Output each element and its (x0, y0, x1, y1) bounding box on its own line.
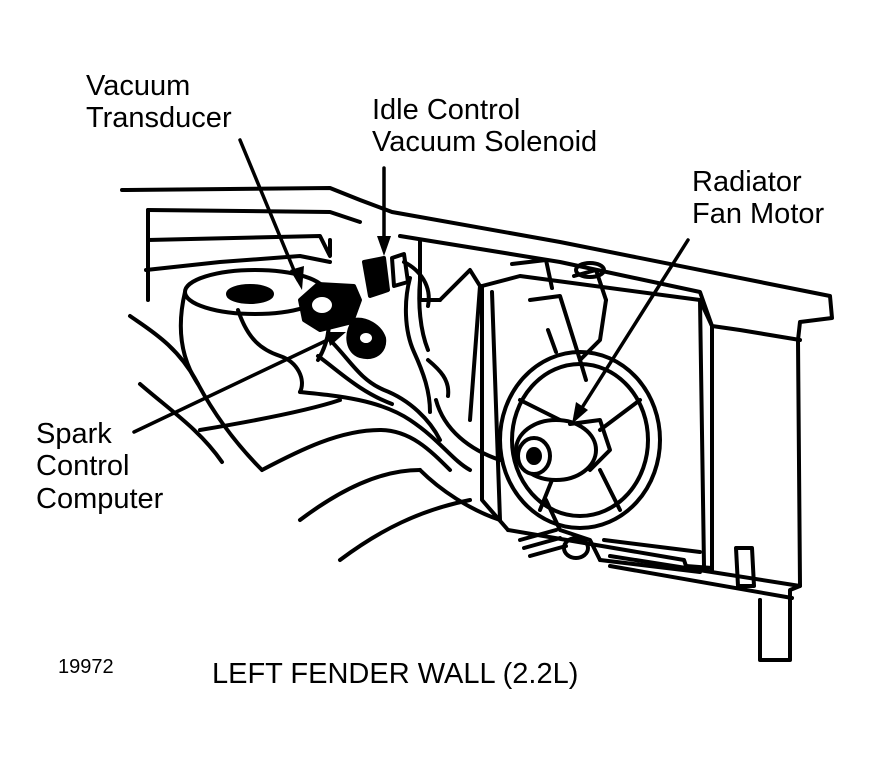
arrow-idle-solenoid (377, 236, 391, 256)
figure-caption: LEFT FENDER WALL (2.2L) (212, 658, 579, 690)
label-line: Vacuum (86, 70, 191, 102)
leader-spark-control (132, 334, 338, 434)
label-vacuum-transducer: Vacuum Transducer (86, 70, 232, 135)
label-line: Fan Motor (692, 198, 825, 231)
arrow-spark-control (326, 332, 346, 346)
label-radiator-fan-motor: Radiator Fan Motor (692, 166, 824, 231)
leader-arrowheads (290, 236, 588, 424)
label-line: Control (36, 450, 130, 483)
arrow-vacuum-transducer (290, 266, 304, 290)
radiator (480, 258, 714, 574)
figure-number: 19972 (58, 656, 114, 678)
label-line: Spark (36, 418, 112, 450)
leader-radiator-fan-motor (576, 238, 690, 416)
radiator-fan (498, 294, 756, 588)
leader-lines (132, 138, 690, 434)
arrow-radiator-fan-motor (572, 402, 588, 424)
label-line: Radiator (692, 166, 802, 198)
idle-solenoid (362, 252, 502, 462)
label-line: Idle Control (372, 94, 521, 126)
label-line: Vacuum Solenoid (372, 126, 598, 159)
leader-vacuum-transducer (238, 138, 300, 282)
label-idle-control-solenoid: Idle Control Vacuum Solenoid (372, 94, 597, 159)
label-line: Transducer (86, 102, 232, 135)
spark-control-module (298, 282, 442, 442)
label-spark-control-computer: Spark Control Computer (36, 418, 163, 515)
label-line: Computer (36, 482, 164, 515)
